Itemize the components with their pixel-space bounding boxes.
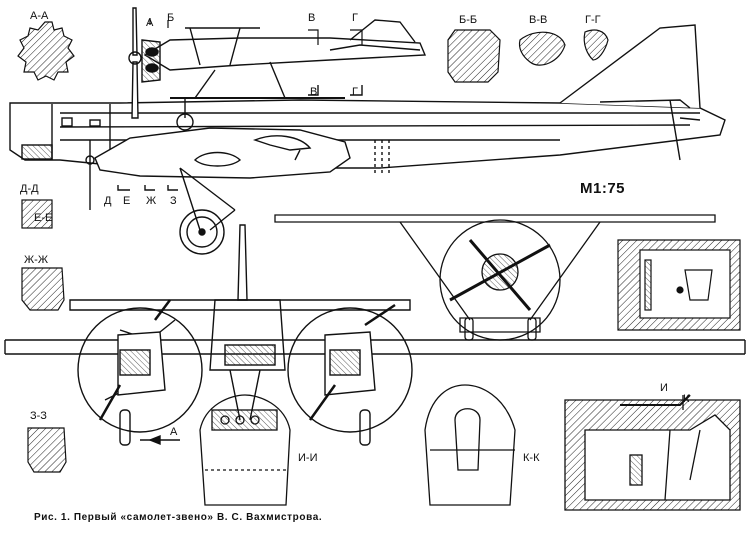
bomber-fuselage [9, 99, 726, 169]
label-section-ee: Е-Е [34, 212, 53, 224]
label-section-vv: В-В [529, 14, 548, 26]
fighter-fuselage [143, 37, 427, 71]
left-fighter-propeller-disc [77, 307, 203, 433]
label-cut-v-bot: В [310, 86, 318, 98]
front-fuselage [209, 299, 286, 371]
label-cut-g-bot: Г [352, 86, 358, 98]
label-section-zhzh: Ж-Ж [24, 254, 48, 266]
detail-mount [617, 239, 741, 331]
label-cut-e: Е [123, 195, 131, 207]
label-section-aa: А-А [30, 10, 49, 22]
section-ii-shape [199, 394, 291, 506]
label-cut-z: З [170, 195, 177, 207]
label-cut-d: Д [104, 195, 112, 207]
label-cut-i: И [660, 382, 668, 394]
sections-left [21, 199, 67, 473]
label-cut-zh: Ж [146, 195, 157, 207]
label-section-dd: Д-Д [20, 183, 39, 195]
section-dd-shape [21, 199, 53, 229]
label-cut-v-top: В [308, 12, 316, 24]
figure-caption: Рис. 1. Первый «самолет-звено» В. С. Вах… [34, 512, 323, 523]
sections-top [17, 21, 609, 83]
section-zhzh-shape [21, 267, 65, 311]
label-cut-b: Б [167, 12, 175, 24]
label-arrow-a: А [170, 426, 178, 438]
scale-label: М1:75 [580, 180, 626, 197]
section-kk-shape [424, 384, 516, 506]
right-fighter-propeller-disc [287, 307, 413, 433]
side-view [9, 7, 726, 255]
main-wheel [179, 209, 225, 255]
label-section-kk: К-К [523, 452, 540, 464]
section-gg-shape [583, 29, 609, 61]
label-cut-a: А [146, 17, 154, 29]
bottom-sections [199, 384, 741, 511]
label-section-gg: Г-Г [585, 14, 601, 26]
label-cut-g-top: Г [352, 12, 358, 24]
section-bb-shape [447, 29, 501, 83]
section-vv-shape [518, 31, 566, 66]
front-view [4, 224, 746, 446]
fighter-front-view [274, 214, 716, 341]
label-section-zz: З-З [30, 410, 47, 422]
section-aa-shape [17, 21, 75, 81]
label-cut-k: К [683, 393, 690, 405]
label-section-bb: Б-Б [459, 14, 478, 26]
tail-fin [559, 24, 701, 109]
section-zz-shape [27, 427, 67, 473]
bomber-wing [4, 339, 746, 355]
label-section-ii: И-И [298, 452, 318, 464]
